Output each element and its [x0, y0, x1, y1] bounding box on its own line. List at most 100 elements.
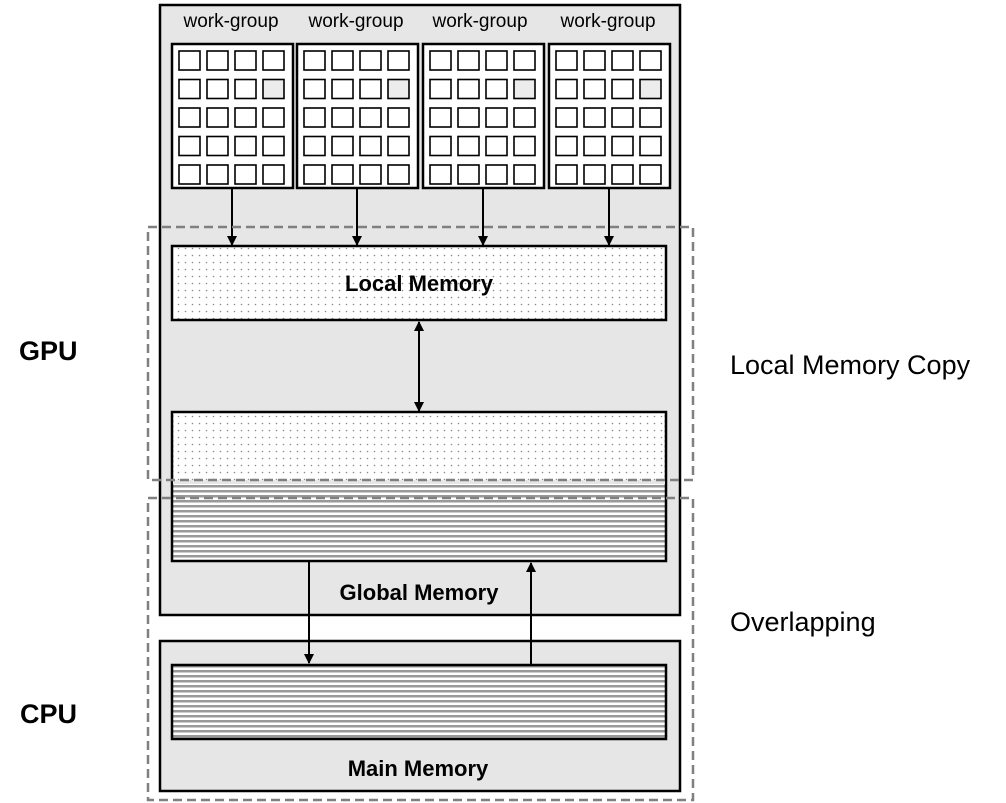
work-item-cell [206, 164, 229, 185]
work-item-cell [457, 107, 480, 128]
work-item-cell [583, 135, 606, 157]
work-group-label: work-group [559, 11, 655, 32]
work-group-label: work-group [182, 11, 278, 32]
work-item-cell [611, 107, 634, 128]
work-item-cell [429, 164, 452, 185]
work-group-box [295, 42, 420, 190]
work-item-cell [583, 50, 606, 71]
work-item-cell [513, 78, 536, 100]
work-item-cell [178, 50, 201, 71]
work-item-cell [234, 50, 257, 71]
work-item-cell [331, 78, 354, 100]
work-item-cell [387, 50, 410, 71]
work-item-cell [387, 78, 410, 100]
work-item-cell [639, 135, 662, 157]
work-item-cell [611, 164, 634, 185]
global-memory-label: Global Memory [340, 580, 500, 605]
work-item-cell [359, 50, 382, 71]
work-item-cell [234, 78, 257, 100]
cpu-label: CPU [20, 699, 78, 729]
work-item-cell [513, 50, 536, 71]
work-item-cell [485, 107, 508, 128]
work-item-cell [555, 164, 578, 185]
work-item-cell [387, 135, 410, 157]
work-item-cell [206, 50, 229, 71]
work-item-cell [583, 164, 606, 185]
work-item-cell [639, 107, 662, 128]
work-item-cell [429, 107, 452, 128]
work-item-cell [178, 78, 201, 100]
work-item-cell [262, 164, 285, 185]
work-item-cell [359, 107, 382, 128]
work-item-cell [331, 135, 354, 157]
work-item-cell [513, 107, 536, 128]
main-memory-label: Main Memory [348, 756, 489, 781]
overlapping-region-border [146, 496, 695, 802]
work-item-cell [387, 107, 410, 128]
work-item-cell [359, 78, 382, 100]
work-item-cell [303, 135, 326, 157]
work-item-cell [206, 78, 229, 100]
work-item-cell [262, 107, 285, 128]
work-item-cell [457, 78, 480, 100]
work-item-cell [485, 78, 508, 100]
work-item-cell [206, 135, 229, 157]
work-item-cell [387, 164, 410, 185]
gpu-label: GPU [19, 336, 78, 366]
work-item-cell [555, 50, 578, 71]
work-group-box [170, 42, 295, 190]
work-item-cell [262, 135, 285, 157]
work-item-cell [429, 135, 452, 157]
work-item-cell [457, 135, 480, 157]
work-item-cell [262, 50, 285, 71]
work-item-cell [303, 78, 326, 100]
work-item-cell [178, 107, 201, 128]
work-item-cell [583, 107, 606, 128]
local-memory-box [170, 244, 668, 322]
work-item-cell [429, 78, 452, 100]
work-item-cell [234, 135, 257, 157]
work-item-cell [359, 135, 382, 157]
work-item-cell [303, 50, 326, 71]
work-item-cell [611, 135, 634, 157]
work-item-cell [485, 50, 508, 71]
work-item-cell [555, 78, 578, 100]
work-item-cell [331, 107, 354, 128]
work-item-cell [303, 107, 326, 128]
main-memory-box [170, 663, 668, 741]
work-item-cell [262, 78, 285, 100]
work-item-cell [331, 164, 354, 185]
overlapping-label: Overlapping [730, 607, 876, 637]
work-item-cell [429, 50, 452, 71]
work-item-cell [639, 164, 662, 185]
work-group-label: work-group [307, 11, 403, 32]
work-item-cell [331, 50, 354, 71]
work-group-box [547, 42, 672, 190]
work-item-cell [555, 107, 578, 128]
work-group-box [421, 42, 546, 190]
work-item-cell [611, 78, 634, 100]
work-item-cell [639, 78, 662, 100]
local-memory-label: Local Memory [345, 271, 494, 296]
work-item-cell [206, 107, 229, 128]
work-item-cell [513, 164, 536, 185]
work-group-label: work-group [431, 11, 527, 32]
work-item-cell [485, 135, 508, 157]
work-item-cell [639, 50, 662, 71]
work-item-cell [359, 164, 382, 185]
work-item-cell [583, 78, 606, 100]
local-memory-copy-region-border [146, 225, 695, 482]
work-item-cell [513, 135, 536, 157]
work-item-cell [234, 107, 257, 128]
work-item-cell [457, 164, 480, 185]
work-item-cell [234, 164, 257, 185]
work-item-cell [457, 50, 480, 71]
local-memory-copy-region [173, 413, 665, 481]
work-item-cell [485, 164, 508, 185]
local-memory-copy-label: Local Memory Copy [730, 350, 971, 380]
work-item-cell [303, 164, 326, 185]
work-item-cell [555, 135, 578, 157]
work-item-cell [178, 164, 201, 185]
work-item-cell [611, 50, 634, 71]
